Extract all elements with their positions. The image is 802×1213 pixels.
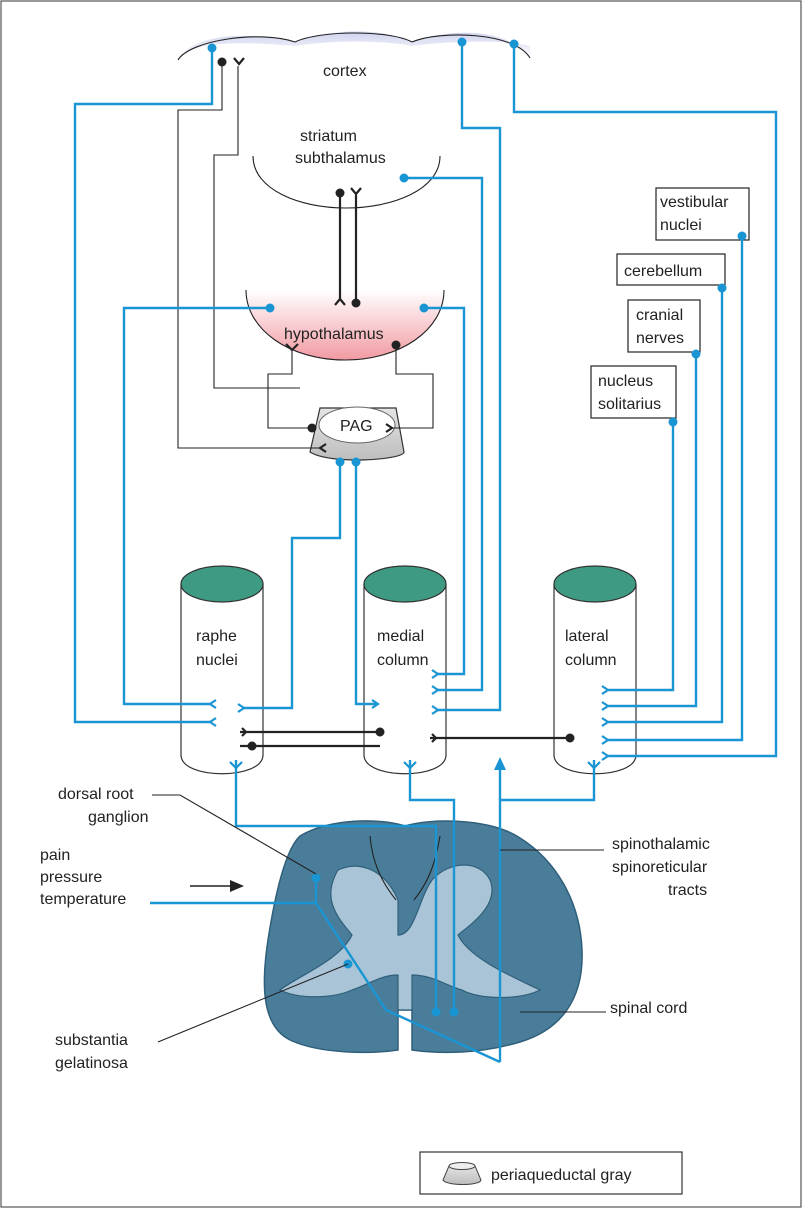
sg-label-2: gelatinosa	[55, 1055, 128, 1072]
vestibular-nuclei-box: vestibular nuclei	[655, 187, 750, 241]
raphe-label-1: raphe	[196, 628, 237, 645]
raphe-nuclei-column: raphe nuclei	[180, 565, 264, 775]
cranial-nerves-box: cranial nerves	[627, 299, 701, 353]
cortex-label: cortex	[323, 63, 367, 80]
vestibular-label-1: vestibular	[660, 194, 729, 211]
pag-label: PAG	[340, 418, 373, 435]
subthalamus-label: subthalamus	[295, 150, 386, 167]
lateral-column: lateral column	[553, 565, 637, 775]
side-labels: dorsal root ganglion pain pressure tempe…	[40, 786, 710, 1072]
cerebellum-box: cerebellum	[616, 253, 726, 286]
medial-label-1: medial	[377, 628, 424, 645]
tracts-label-2: spinoreticular	[612, 859, 708, 876]
blue-pathways	[73, 37, 778, 1064]
solitarius-label-2: solitarius	[598, 396, 661, 413]
drg-label-2: ganglion	[88, 809, 149, 826]
black-pathways	[177, 57, 575, 751]
stimulus-label-2: pressure	[40, 869, 102, 886]
medial-label-2: column	[377, 652, 429, 669]
spinal-cord-section	[263, 820, 583, 1054]
stimulus-label-3: temperature	[40, 891, 126, 908]
cortex: cortex	[177, 31, 531, 80]
lateral-label-2: column	[565, 652, 617, 669]
raphe-label-2: nuclei	[196, 652, 238, 669]
lateral-label-1: lateral	[565, 628, 609, 645]
spinal-cord-label: spinal cord	[610, 1000, 687, 1017]
nucleus-solitarius-box: nucleus solitarius	[590, 365, 677, 419]
medial-column: medial column	[363, 565, 447, 775]
striatum-subthalamus: striatum subthalamus	[252, 128, 441, 209]
hypothalamus-label: hypothalamus	[284, 326, 384, 343]
drg-label-1: dorsal root	[58, 786, 134, 803]
legend-label: periaqueductal gray	[491, 1167, 632, 1184]
cranial-label-2: nerves	[636, 330, 684, 347]
cranial-label-1: cranial	[636, 307, 683, 324]
stimulus-label-1: pain	[40, 847, 70, 864]
hypothalamus: hypothalamus	[245, 289, 445, 361]
pag: PAG	[309, 406, 405, 461]
tracts-label-3: tracts	[668, 882, 707, 899]
sg-label-1: substantia	[55, 1032, 128, 1049]
tracts-label-1: spinothalamic	[612, 836, 710, 853]
stimulus-arrow	[190, 880, 244, 892]
striatum-label: striatum	[300, 128, 357, 145]
vestibular-label-2: nuclei	[660, 217, 702, 234]
legend: periaqueductal gray	[419, 1151, 683, 1195]
solitarius-label-1: nucleus	[598, 373, 653, 390]
cerebellum-label: cerebellum	[624, 263, 702, 280]
